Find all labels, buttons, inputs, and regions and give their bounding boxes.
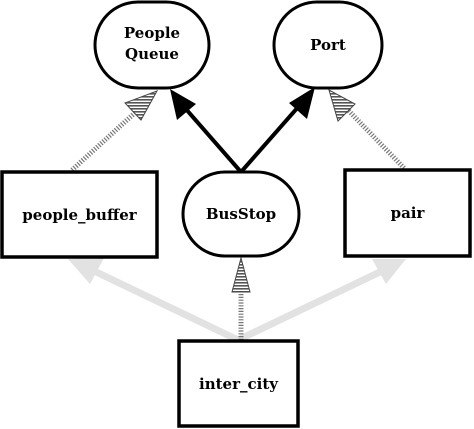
node-inter-city: inter_city: [177, 339, 300, 428]
node-people-buffer-label: people_buffer: [22, 206, 138, 224]
node-busstop-label: BusStop: [206, 205, 276, 223]
node-people-queue-label-line1: People: [124, 24, 180, 42]
edge-busstop-to-peoplequeue: [170, 89, 243, 174]
node-busstop: BusStop: [181, 170, 301, 258]
edge-intercity-to-pair: [236, 259, 406, 344]
edge-pair-to-port: [328, 88, 406, 170]
node-port: Port: [272, 0, 384, 90]
node-port-label: Port: [310, 36, 346, 54]
edge-intercity-to-peoplebuffer: [68, 258, 240, 344]
node-people-queue-label-line2: Queue: [125, 45, 179, 63]
node-people-queue: People Queue: [93, 0, 211, 90]
edge-peoplebuffer-to-peoplequeue: [70, 90, 159, 172]
node-people-buffer: people_buffer: [0, 170, 159, 259]
node-inter-city-label: inter_city: [199, 375, 279, 393]
edge-busstop-to-port: [239, 87, 315, 174]
edge-intercity-to-busstop: [231, 256, 251, 340]
node-pair-label: pair: [391, 204, 426, 222]
node-pair: pair: [343, 168, 472, 258]
